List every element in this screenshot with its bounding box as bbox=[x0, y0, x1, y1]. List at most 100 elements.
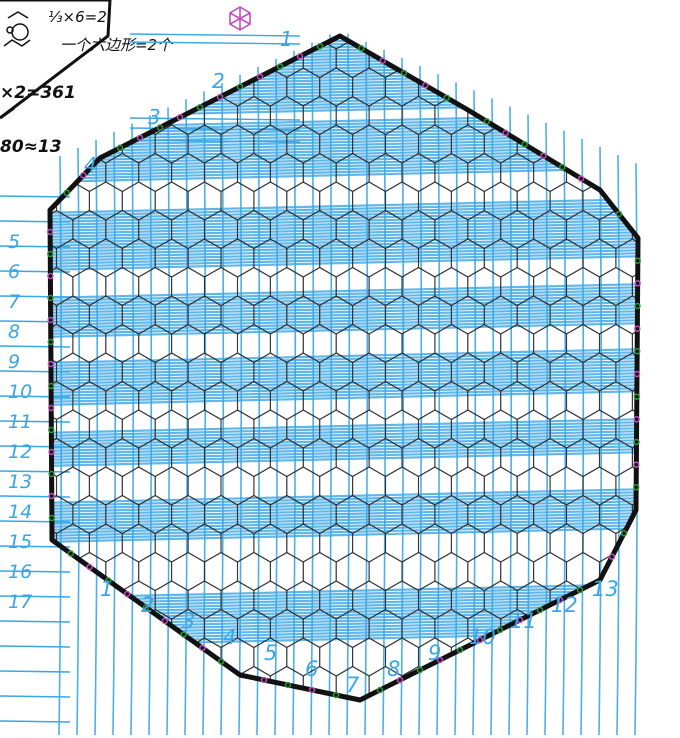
hex-cell bbox=[434, 551, 469, 592]
bottom-column-label: 1 bbox=[100, 577, 113, 601]
edge-tick bbox=[615, 210, 623, 218]
edge-tick bbox=[260, 676, 268, 684]
edge-tick bbox=[216, 93, 224, 101]
hex-cell bbox=[105, 665, 140, 700]
shading-stroke bbox=[50, 380, 638, 398]
bottom-column-label: 6 bbox=[305, 657, 318, 681]
shading-stroke bbox=[50, 254, 638, 272]
hex-cell bbox=[352, 637, 387, 677]
hex-cell bbox=[172, 724, 205, 738]
horizontal-guide-line bbox=[0, 670, 71, 673]
outer-hexagon-outline bbox=[47, 33, 641, 703]
bottom-column-label: 10 bbox=[469, 625, 496, 649]
left-row-label: 15 bbox=[8, 531, 32, 553]
notes-box: ⅓×6=2 一个六边形=2个 ×2=361 80≈13 bbox=[0, 0, 174, 157]
shading-stroke bbox=[50, 359, 638, 377]
hex-cell bbox=[649, 410, 680, 448]
shading-stroke bbox=[50, 362, 638, 380]
edge-tick bbox=[634, 257, 642, 264]
hexagon-sticker-icon bbox=[229, 6, 251, 31]
edge-tick bbox=[161, 617, 169, 625]
shading-stroke bbox=[50, 389, 638, 407]
hex-cell bbox=[649, 68, 680, 106]
shading-stroke bbox=[50, 487, 638, 505]
hex-cell bbox=[335, 380, 370, 421]
hex-cell bbox=[105, 95, 140, 136]
hex-cell bbox=[467, 380, 502, 421]
edge-tick bbox=[276, 63, 284, 70]
hex-cell bbox=[55, 580, 90, 620]
shading-stroke bbox=[50, 353, 638, 371]
shading-stroke bbox=[50, 242, 638, 260]
edge-tick bbox=[47, 382, 55, 390]
edge-tick bbox=[47, 360, 55, 368]
shading-stroke bbox=[50, 426, 638, 444]
hex-cell bbox=[567, 724, 600, 738]
note-line-3: ×2=361 bbox=[0, 83, 76, 103]
hex-cell bbox=[600, 724, 633, 738]
bottom-column-label: 13 bbox=[592, 577, 619, 601]
hex-cell bbox=[417, 36, 452, 50]
edge-tick bbox=[633, 370, 641, 378]
hex-cell bbox=[467, 38, 502, 79]
hex-cell bbox=[516, 67, 551, 107]
hex-cell bbox=[401, 266, 436, 307]
edge-tick bbox=[556, 596, 564, 604]
edge-tick bbox=[443, 94, 450, 101]
shading-stroke bbox=[50, 200, 638, 218]
edge-tick bbox=[256, 73, 264, 80]
hex-cell bbox=[631, 95, 638, 136]
edge-tick bbox=[316, 42, 324, 50]
hex-cell bbox=[50, 637, 58, 677]
edge-tick bbox=[48, 426, 55, 434]
shading-stroke bbox=[50, 526, 638, 544]
edge-tick bbox=[376, 686, 384, 694]
shading-stroke bbox=[50, 582, 638, 600]
edge-tick bbox=[634, 325, 641, 332]
hex-cell bbox=[549, 637, 584, 677]
horizontal-guide-line bbox=[0, 520, 71, 523]
shading-stroke bbox=[50, 496, 638, 514]
edge-tick bbox=[63, 189, 70, 196]
hex-cell bbox=[203, 551, 239, 592]
edge-tick bbox=[536, 606, 544, 614]
horizontal-guide-line bbox=[0, 570, 71, 573]
hex-cell bbox=[665, 97, 680, 135]
hex-cell bbox=[665, 40, 680, 78]
shading-stroke bbox=[50, 285, 638, 303]
top-row-label: 4 bbox=[84, 153, 97, 177]
shading-stroke bbox=[50, 215, 638, 233]
hex-cell bbox=[154, 694, 189, 700]
edge-tick bbox=[396, 676, 404, 684]
shading-stroke bbox=[50, 444, 638, 462]
left-row-label: 7 bbox=[8, 291, 20, 313]
edge-tick bbox=[633, 348, 641, 355]
hex-cell bbox=[138, 551, 173, 592]
hex-cell bbox=[615, 36, 638, 50]
bottom-column-label: 8 bbox=[387, 657, 400, 681]
bottom-column-label: 4 bbox=[223, 625, 236, 649]
edge-tick bbox=[476, 636, 484, 644]
shading-stroke bbox=[50, 288, 638, 306]
hex-cell bbox=[55, 637, 90, 677]
shading-stroke bbox=[50, 303, 638, 321]
shading-stroke bbox=[50, 386, 638, 404]
edge-tick bbox=[236, 83, 244, 91]
shading-stroke bbox=[50, 514, 638, 532]
left-row-label: 14 bbox=[8, 501, 32, 523]
hex-cell bbox=[631, 152, 638, 193]
hex-cell bbox=[88, 466, 123, 506]
horizontal-guide-line bbox=[0, 695, 71, 698]
shading-stroke bbox=[50, 245, 638, 263]
shading-stroke bbox=[50, 517, 638, 535]
hex-cell bbox=[631, 38, 638, 79]
bottom-column-label: 11 bbox=[510, 609, 537, 633]
hex-cell bbox=[286, 694, 321, 700]
hex-cell bbox=[384, 36, 420, 50]
horizontal-guide-line bbox=[129, 33, 301, 37]
edge-tick bbox=[634, 302, 641, 310]
edge-tick bbox=[358, 45, 365, 52]
hex-cell bbox=[649, 353, 680, 391]
hex-cell bbox=[631, 494, 638, 535]
